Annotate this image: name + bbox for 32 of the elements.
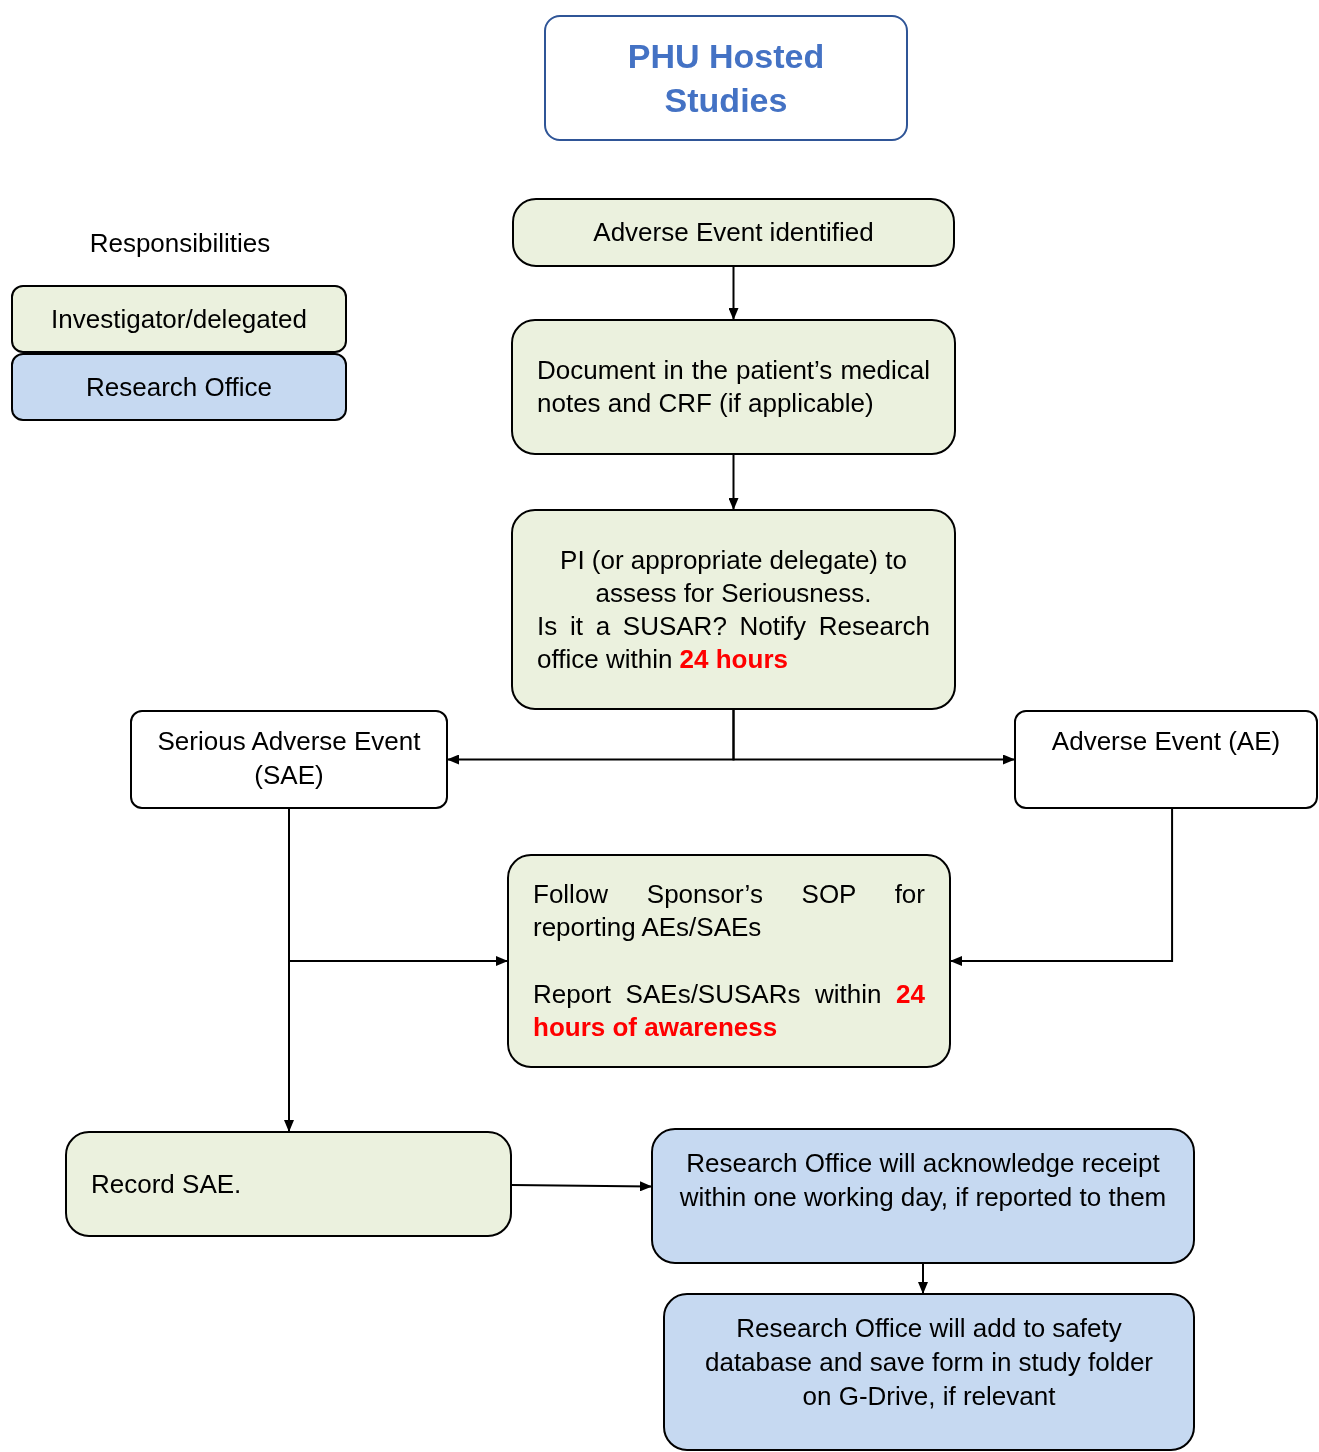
process-box [512, 198, 955, 267]
process-box [651, 1128, 1195, 1264]
arrow [918, 1263, 928, 1294]
arrow [950, 808, 1174, 966]
node-text: PI (or appropriate delegate) to assess for Seriousness. [559, 543, 908, 610]
process-box [663, 1293, 1195, 1451]
node-text: Serious Adverse Event (SAE) [156, 725, 422, 792]
node-text: Document in the patient’s medical notes and CRF (if applicable) [537, 354, 930, 420]
legend-text: Research Office [86, 371, 272, 404]
node-text: Is it a SUSAR? Notify Research office within 24 hours [537, 609, 930, 676]
title-box [544, 15, 908, 141]
node-text: Follow Sponsor’s SOP for reporting AEs/SAEs [533, 878, 925, 944]
process-box [511, 319, 956, 455]
arrow [728, 266, 739, 320]
arrow [284, 808, 294, 1132]
node-text: Record SAE. [91, 1167, 243, 1201]
process-box [130, 710, 448, 809]
node-text: Research Office will acknowledge receipt within one working day, if reported to them [678, 1147, 1168, 1214]
node-text: Adverse Event identified [592, 216, 875, 249]
node-text: Report SAEs/SUSARs within 24 hours of awareness [533, 978, 925, 1044]
node-text: Research Office will add to safety database and save form in study folder on G-Drive, if relevant [703, 1312, 1154, 1413]
arrow [511, 1181, 652, 1192]
process-box [65, 1131, 512, 1237]
legend-text: Investigator/delegated [51, 303, 307, 336]
node-text: PHU Hosted Studies [626, 36, 826, 121]
legend-heading: Responsibilities [88, 227, 272, 260]
process-box [511, 509, 956, 710]
arrow [728, 454, 739, 510]
node-text: Adverse Event (AE) [1050, 725, 1282, 758]
process-box [507, 854, 951, 1068]
arrow [732, 709, 1015, 765]
process-box [1014, 710, 1318, 809]
